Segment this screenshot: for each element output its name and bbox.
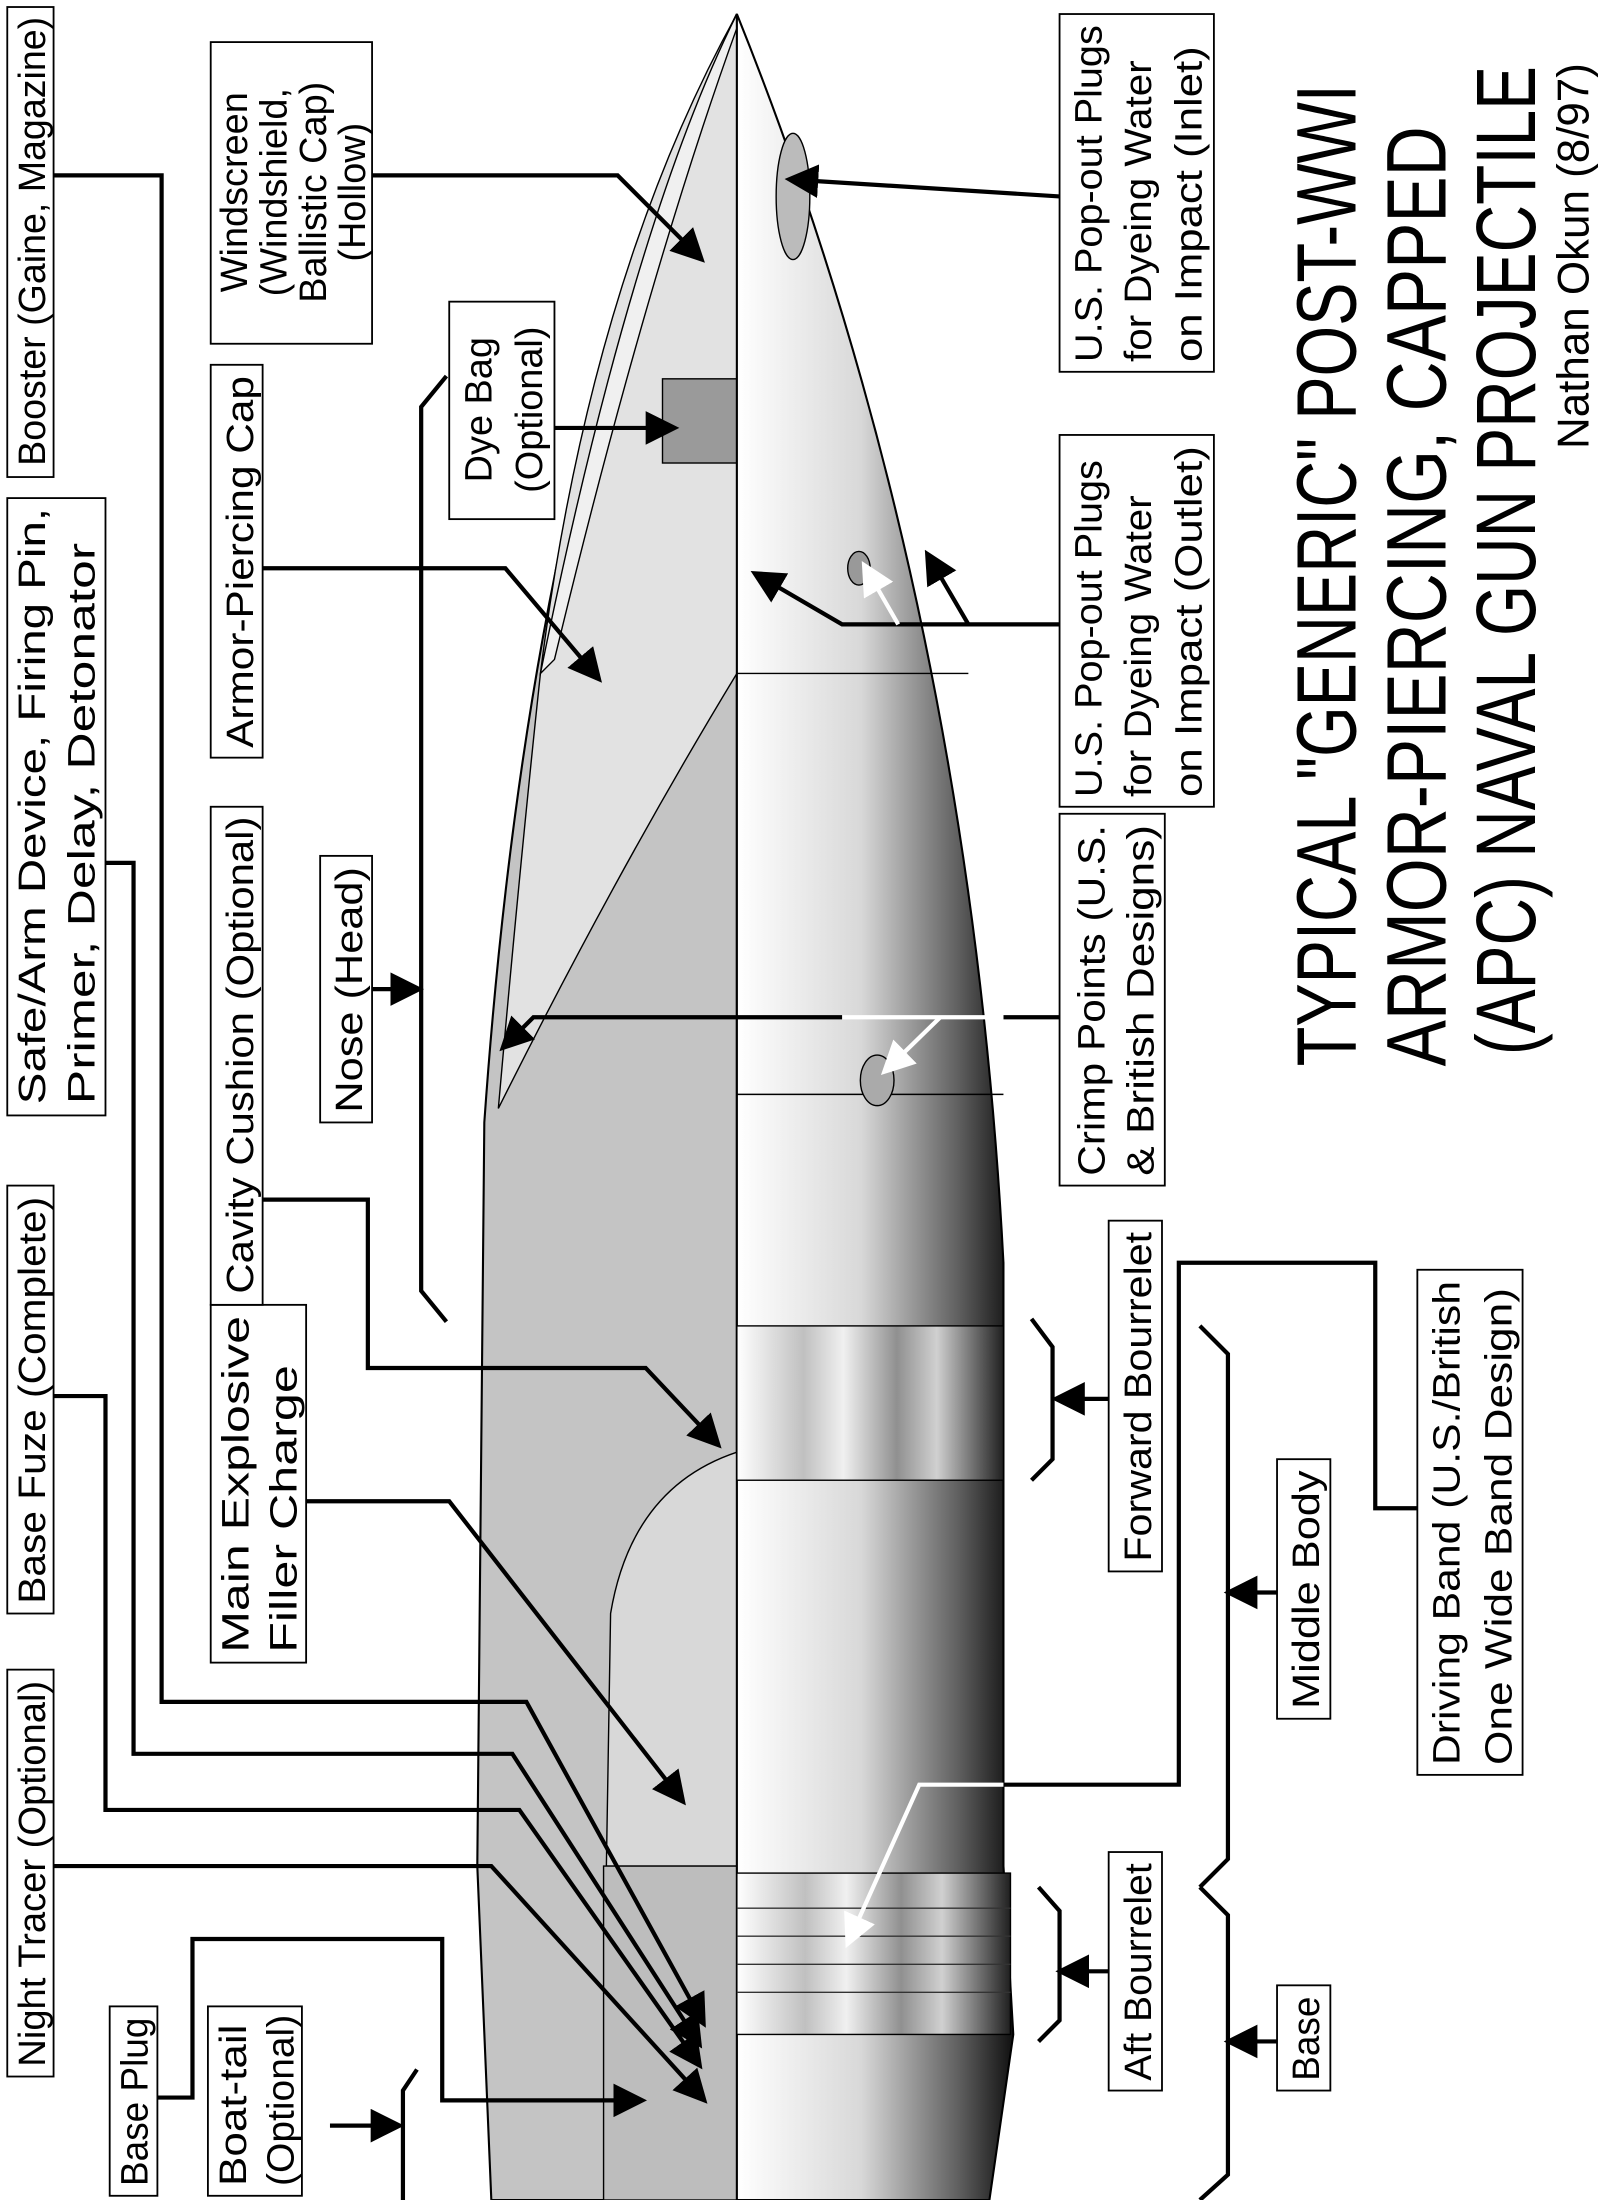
label-text: Primer, Delay, Detonator: [61, 543, 103, 1104]
title-line-2: ARMOR-PIERCING, CAPPED: [1369, 126, 1463, 1066]
shaded-half: [735, 13, 1015, 2200]
diagram-title: TYPICAL "GENERIC" POST-WWI ARMOR-PIERCIN…: [1280, 66, 1554, 1066]
label-nose: Nose (Head): [319, 854, 373, 1124]
label-text: on Impact (Inlet): [1168, 46, 1210, 362]
ap-cap-section: [497, 13, 738, 1109]
label-booster: Booster (Gaine, Magazine): [6, 6, 55, 478]
label-text: Night Tracer (Optional): [12, 1681, 54, 2067]
label-text: for Dyeing Water: [1118, 60, 1160, 362]
title-line-3: (APC) NAVAL GUN PROJECTILE: [1459, 66, 1553, 1055]
label-text: Driving Band (U.S./British: [1426, 1281, 1468, 1765]
label-crimp: Crimp Points (U.S. & British Designs): [1058, 812, 1166, 1187]
label-text: Middle Body: [1286, 1470, 1328, 1709]
label-text: Nose (Head): [329, 867, 371, 1113]
label-text: Aft Bourrelet: [1118, 1863, 1160, 2081]
label-text: (Windshield,: [253, 88, 295, 296]
title-line-1: TYPICAL "GENERIC" POST-WWI: [1280, 84, 1374, 1066]
label-text: Boat-tail: [213, 2025, 255, 2186]
label-aft-bourrelet: Aft Bourrelet: [1107, 1851, 1163, 2092]
label-dye-bag: Dye Bag (Optional): [448, 300, 556, 521]
inlet-plug: [775, 132, 811, 261]
base-fuze-section: [602, 1865, 738, 2200]
label-text: for Dyeing Water: [1118, 495, 1160, 797]
label-driving-band: Driving Band (U.S./British One Wide Band…: [1416, 1268, 1524, 1776]
dye-bag-section: [661, 378, 738, 464]
label-base: Base: [1276, 1984, 1332, 2092]
label-text: Filler Charge: [263, 1365, 305, 1653]
label-text: One Wide Band Design): [1478, 1288, 1520, 1765]
label-main-explosive: Main Explosive Filler Charge: [209, 1303, 308, 1664]
label-text: Safe/Arm Device, Firing Pin,: [12, 508, 54, 1104]
label-text: U.S. Pop-out Plugs: [1069, 25, 1111, 362]
label-text: Crimp Points (U.S.: [1071, 825, 1113, 1176]
label-plugs-outlet: U.S. Pop-out Plugs for Dyeing Water on I…: [1058, 434, 1215, 808]
label-boat-tail: Boat-tail (Optional): [206, 2005, 303, 2197]
label-text: Forward Bourrelet: [1118, 1231, 1160, 1561]
label-text: Armor-Piercing Cap: [220, 376, 262, 748]
label-text: Windscreen: [214, 92, 256, 292]
label-base-plug: Base Plug: [108, 2005, 159, 2197]
label-forward-bourrelet: Forward Bourrelet: [1107, 1219, 1163, 1573]
explosive-cavity: [605, 1451, 738, 1867]
label-base-fuze: Base Fuze (Complete): [6, 1184, 55, 1615]
label-middle-body: Middle Body: [1276, 1458, 1332, 1720]
label-ap-cap: Armor-Piercing Cap: [209, 363, 264, 759]
brackets: [329, 374, 1278, 2200]
label-text: (Optional): [260, 2015, 302, 2186]
label-text: Base Fuze (Complete): [12, 1197, 54, 1604]
windscreen-section: [539, 13, 738, 676]
label-text: on Impact (Outlet): [1168, 446, 1210, 797]
leader-lines: [53, 164, 1418, 2118]
label-windscreen: Windscreen (Windshield, Ballistic Cap) (…: [209, 41, 374, 345]
label-text: Dye Bag: [458, 337, 500, 482]
label-text: & British Designs): [1121, 825, 1163, 1176]
label-plugs-inlet: U.S. Pop-out Plugs for Dyeing Water on I…: [1058, 13, 1215, 373]
label-text: Cavity Cushion (Optional): [220, 817, 262, 1294]
label-text: (Optional): [509, 327, 551, 493]
label-night-tracer: Night Tracer (Optional): [6, 1668, 55, 2078]
projectile: [476, 13, 1015, 2200]
crimp-point: [859, 1054, 895, 1107]
label-safe-arm: Safe/Arm Device, Firing Pin, Primer, Del…: [6, 497, 107, 1117]
forward-bourrelet-band: [736, 1325, 1005, 1481]
label-text: Base Plug: [115, 2018, 157, 2186]
label-text: Main Explosive: [216, 1316, 258, 1653]
label-text: (Hollow): [332, 123, 374, 262]
author-credit: Nathan Okun (8/97): [1548, 63, 1599, 449]
label-text: Base: [1286, 1997, 1328, 2081]
label-text: Ballistic Cap): [293, 82, 335, 303]
label-text: Booster (Gaine, Magazine): [12, 17, 54, 466]
driving-band: [736, 1872, 1012, 2036]
label-text: U.S. Pop-out Plugs: [1069, 460, 1111, 797]
label-cavity-cushion: Cavity Cushion (Optional): [209, 805, 264, 1306]
